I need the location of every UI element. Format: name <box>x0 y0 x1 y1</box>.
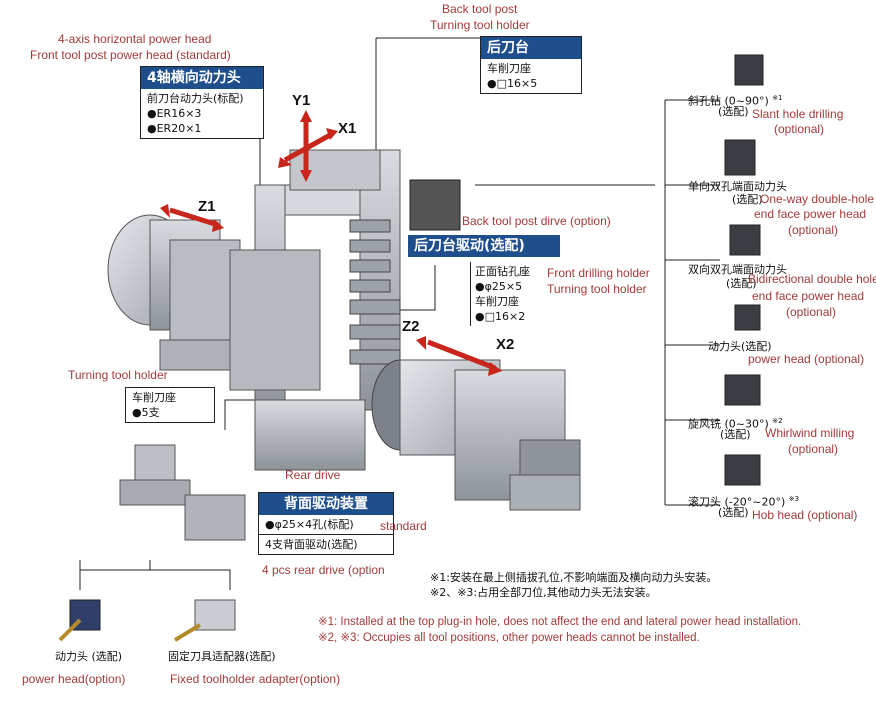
back-drive-panel: 后刀台驱动(选配) <box>408 235 560 257</box>
rear-drive-line1: ●φ25×4孔(标配) <box>265 518 354 531</box>
back-post-label-1: Back tool post <box>442 2 518 16</box>
back-post-label-2: Turning tool holder <box>430 18 530 32</box>
rear-drive-line2: 4支背面驱动(选配) <box>265 538 358 551</box>
back-drive-detail: 正面钻孔座 ●φ25×5 车削刀座 ●□16×2 <box>470 262 547 326</box>
option-3-en2: end face power head <box>752 289 865 303</box>
back-drive-line2: ●φ25×5 <box>475 280 523 293</box>
axis-z1-label: Z1 <box>198 198 216 215</box>
bottom-power-head-en: power head(option) <box>22 672 126 686</box>
rear-drive-panel-title: 背面驱动装置 <box>259 493 393 515</box>
option-5-cn2: (选配) <box>720 428 751 441</box>
back-drive-line4: ●□16×2 <box>475 310 526 323</box>
axis-y1-label: Y1 <box>292 92 311 109</box>
front-post-label-1: 4-axis horizontal power head <box>58 32 212 46</box>
option-2-cn: 单向双孔端面动力头 <box>688 180 787 193</box>
front-post-panel: 4轴横向动力头 前刀台动力头(标配) ●ER16×3 ●ER20×1 <box>140 66 264 139</box>
front-post-line1: 前刀台动力头(标配) <box>147 92 244 105</box>
option-4-cn: 动力头(选配) <box>708 340 772 353</box>
turning-holder-label-2: Turning tool holder <box>547 282 647 296</box>
option-2-en3: (optional) <box>788 223 839 237</box>
note-cn-2: ※2、※3:占用全部刀位,其他动力头无法安装。 <box>430 586 657 599</box>
front-post-panel-title: 4轴横向动力头 <box>141 67 263 89</box>
option-1-en1: Slant hole drilling <box>752 107 844 121</box>
turning-holder-line1: 车削刀座 <box>132 391 176 404</box>
option-3-en1: Bidirectional double hole <box>748 272 876 286</box>
turning-holder-panel: 车削刀座 ●5支 <box>125 387 215 423</box>
front-post-line3: ●ER20×1 <box>147 122 202 135</box>
option-2-en1: One-way double-hole <box>760 192 875 206</box>
option-5-en1: Whirlwind milling <box>765 426 855 440</box>
turning-holder-label: Turning tool holder <box>68 368 168 382</box>
back-drive-panel-title: 后刀台驱动(选配) <box>408 235 560 257</box>
note-cn-1: ※1:安装在最上侧插拔孔位,不影响端面及横向动力头安装。 <box>430 571 718 584</box>
back-drive-label: Back tool post dirve (option) <box>462 214 611 228</box>
option-3-cn: 双向双孔端面动力头 <box>688 263 787 276</box>
back-post-panel: 后刀台 车削刀座 ●□16×5 <box>480 36 582 94</box>
option-6-cn2: (选配) <box>718 506 749 519</box>
front-drilling-label: Front drilling holder <box>547 266 650 280</box>
back-post-panel-title: 后刀台 <box>481 37 581 59</box>
back-post-line1: 车削刀座 <box>487 62 531 75</box>
option-3-en3: (optional) <box>786 305 837 319</box>
axis-x2-label: X2 <box>496 336 515 353</box>
turning-holder-line2: ●5支 <box>132 406 160 419</box>
rear-drive-label: Rear drive <box>285 468 341 482</box>
bottom-fixed-cn: 固定刀具适配器(选配) <box>168 650 276 663</box>
option-1-en2: (optional) <box>774 122 825 136</box>
option-5-cn: 旋风铣 (0~30°) ※2 <box>688 417 783 431</box>
back-drive-line1: 正面钻孔座 <box>475 265 530 278</box>
front-post-label-2: Front tool post power head (standard) <box>30 48 231 62</box>
option-4-en1: power head (optional) <box>748 352 865 366</box>
rear-drive-panel: 背面驱动装置 ●φ25×4孔(标配) 4支背面驱动(选配) <box>258 492 394 555</box>
option-1-cn: 斜孔钻 (0~90°) ※1 <box>688 94 783 108</box>
bottom-power-head-cn: 动力头 (选配) <box>55 650 123 663</box>
option-3-cn2: (选配) <box>726 277 757 290</box>
back-post-line2: ●□16×5 <box>487 77 538 90</box>
option-2-cn2: (选配) <box>732 193 763 206</box>
axis-x1-label: X1 <box>338 120 357 137</box>
rear-drive-standard-label: standard <box>380 519 427 533</box>
axis-z2-label: Z2 <box>402 318 420 335</box>
option-2-en2: end face power head <box>754 207 867 221</box>
option-6-en1: Hob head (optional) <box>752 508 858 522</box>
bottom-fixed-en: Fixed toolholder adapter(option) <box>170 672 341 686</box>
front-post-line2: ●ER16×3 <box>147 107 202 120</box>
rear-drive-option-label: 4 pcs rear drive (option <box>262 563 385 577</box>
back-drive-line3: 车削刀座 <box>475 295 519 308</box>
note-en-1: ※1: Installed at the top plug-in hole, d… <box>318 616 802 628</box>
option-5-en2: (optional) <box>788 442 839 456</box>
note-en-2: ※2, ※3: Occupies all tool positions, oth… <box>318 632 700 644</box>
option-1-cn2: (选配) <box>718 105 749 118</box>
option-6-cn: 滚刀头 (-20°~20°) ※3 <box>688 495 800 509</box>
